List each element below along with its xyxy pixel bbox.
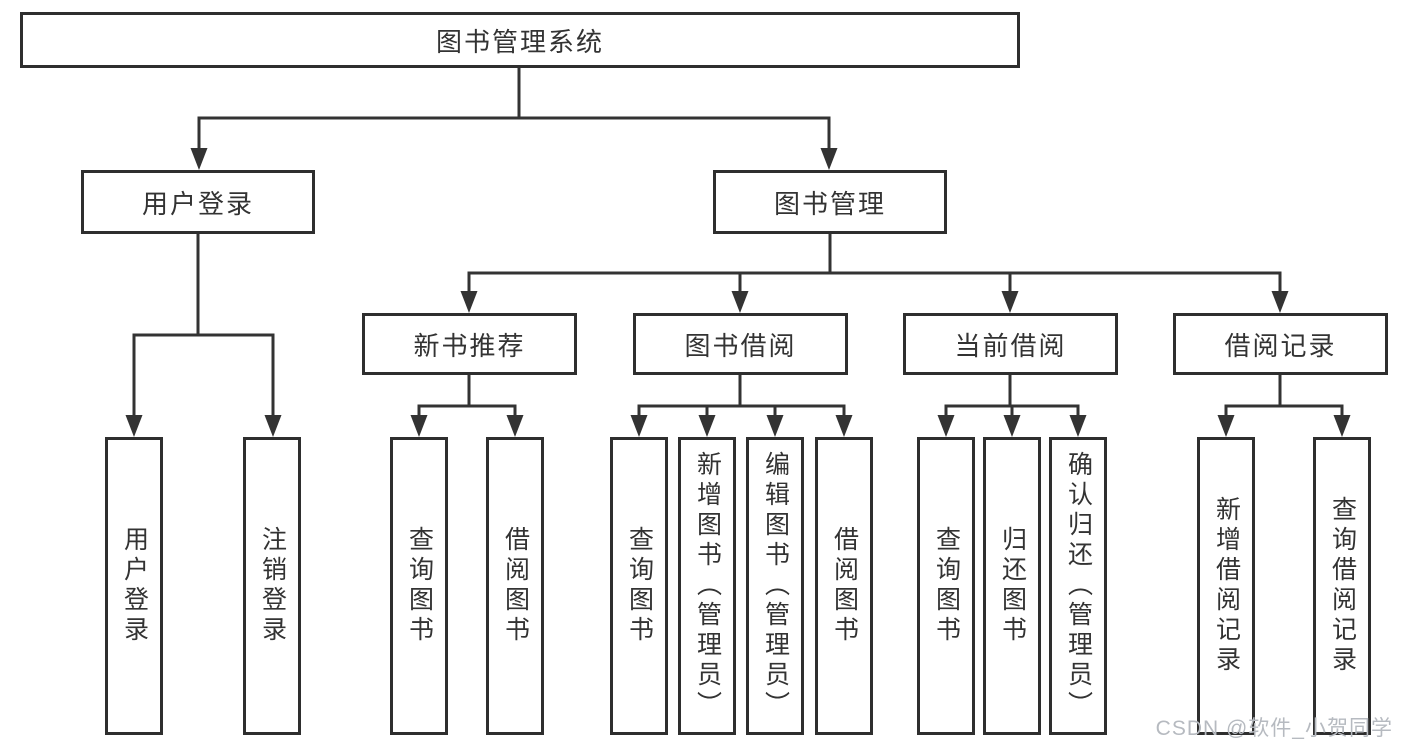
leaf-add-books-admin: 新增图书（管理员）: [678, 437, 736, 735]
node-current-borrowing: 当前借阅: [903, 313, 1118, 375]
leaf-label: 查询图书: [405, 526, 434, 646]
leaf-label: 新增图书（管理员）: [693, 451, 722, 721]
leaf-label: 注销登录: [258, 526, 287, 646]
leaf-label: 新增借阅记录: [1212, 496, 1241, 676]
leaf-label: 归还图书: [998, 526, 1027, 646]
leaf-borrow-books-recommend: 借阅图书: [486, 437, 544, 735]
node-book-management: 图书管理: [713, 170, 947, 234]
node-label: 图书管理: [773, 188, 886, 219]
node-label: 借阅记录: [1224, 330, 1337, 361]
leaf-query-borrow-record: 查询借阅记录: [1313, 437, 1371, 735]
leaf-return-books: 归还图书: [983, 437, 1041, 735]
leaf-add-borrow-record: 新增借阅记录: [1197, 437, 1255, 735]
leaf-user-login: 用户登录: [105, 437, 163, 735]
leaf-label: 编辑图书（管理员）: [761, 451, 790, 721]
node-label: 图书管理系统: [435, 26, 604, 57]
leaf-query-books-borrowing: 查询图书: [610, 437, 668, 735]
node-new-book-recommendation: 新书推荐: [362, 313, 577, 375]
node-book-borrowing: 图书借阅: [633, 313, 848, 375]
leaf-label: 借阅图书: [830, 526, 859, 646]
leaf-label: 确认归还（管理员）: [1064, 451, 1093, 721]
node-borrowing-records: 借阅记录: [1173, 313, 1388, 375]
leaf-label: 查询借阅记录: [1328, 496, 1357, 676]
leaf-label: 借阅图书: [501, 526, 530, 646]
node-label: 图书借阅: [684, 330, 797, 361]
leaf-logout: 注销登录: [243, 437, 301, 735]
node-library-system: 图书管理系统: [20, 12, 1020, 68]
node-label: 新书推荐: [413, 330, 526, 361]
leaf-label: 查询图书: [932, 526, 961, 646]
leaf-query-books-recommend: 查询图书: [390, 437, 448, 735]
node-label: 用户登录: [141, 188, 254, 219]
node-user-login: 用户登录: [81, 170, 315, 234]
leaf-confirm-return-admin: 确认归还（管理员）: [1049, 437, 1107, 735]
node-label: 当前借阅: [954, 330, 1067, 361]
leaf-label: 查询图书: [625, 526, 654, 646]
leaf-label: 用户登录: [120, 526, 149, 646]
watermark: CSDN @软件_小贺同学: [1155, 717, 1393, 740]
leaf-borrow-books-borrowing: 借阅图书: [815, 437, 873, 735]
leaf-query-books-current: 查询图书: [917, 437, 975, 735]
leaf-edit-books-admin: 编辑图书（管理员）: [746, 437, 804, 735]
